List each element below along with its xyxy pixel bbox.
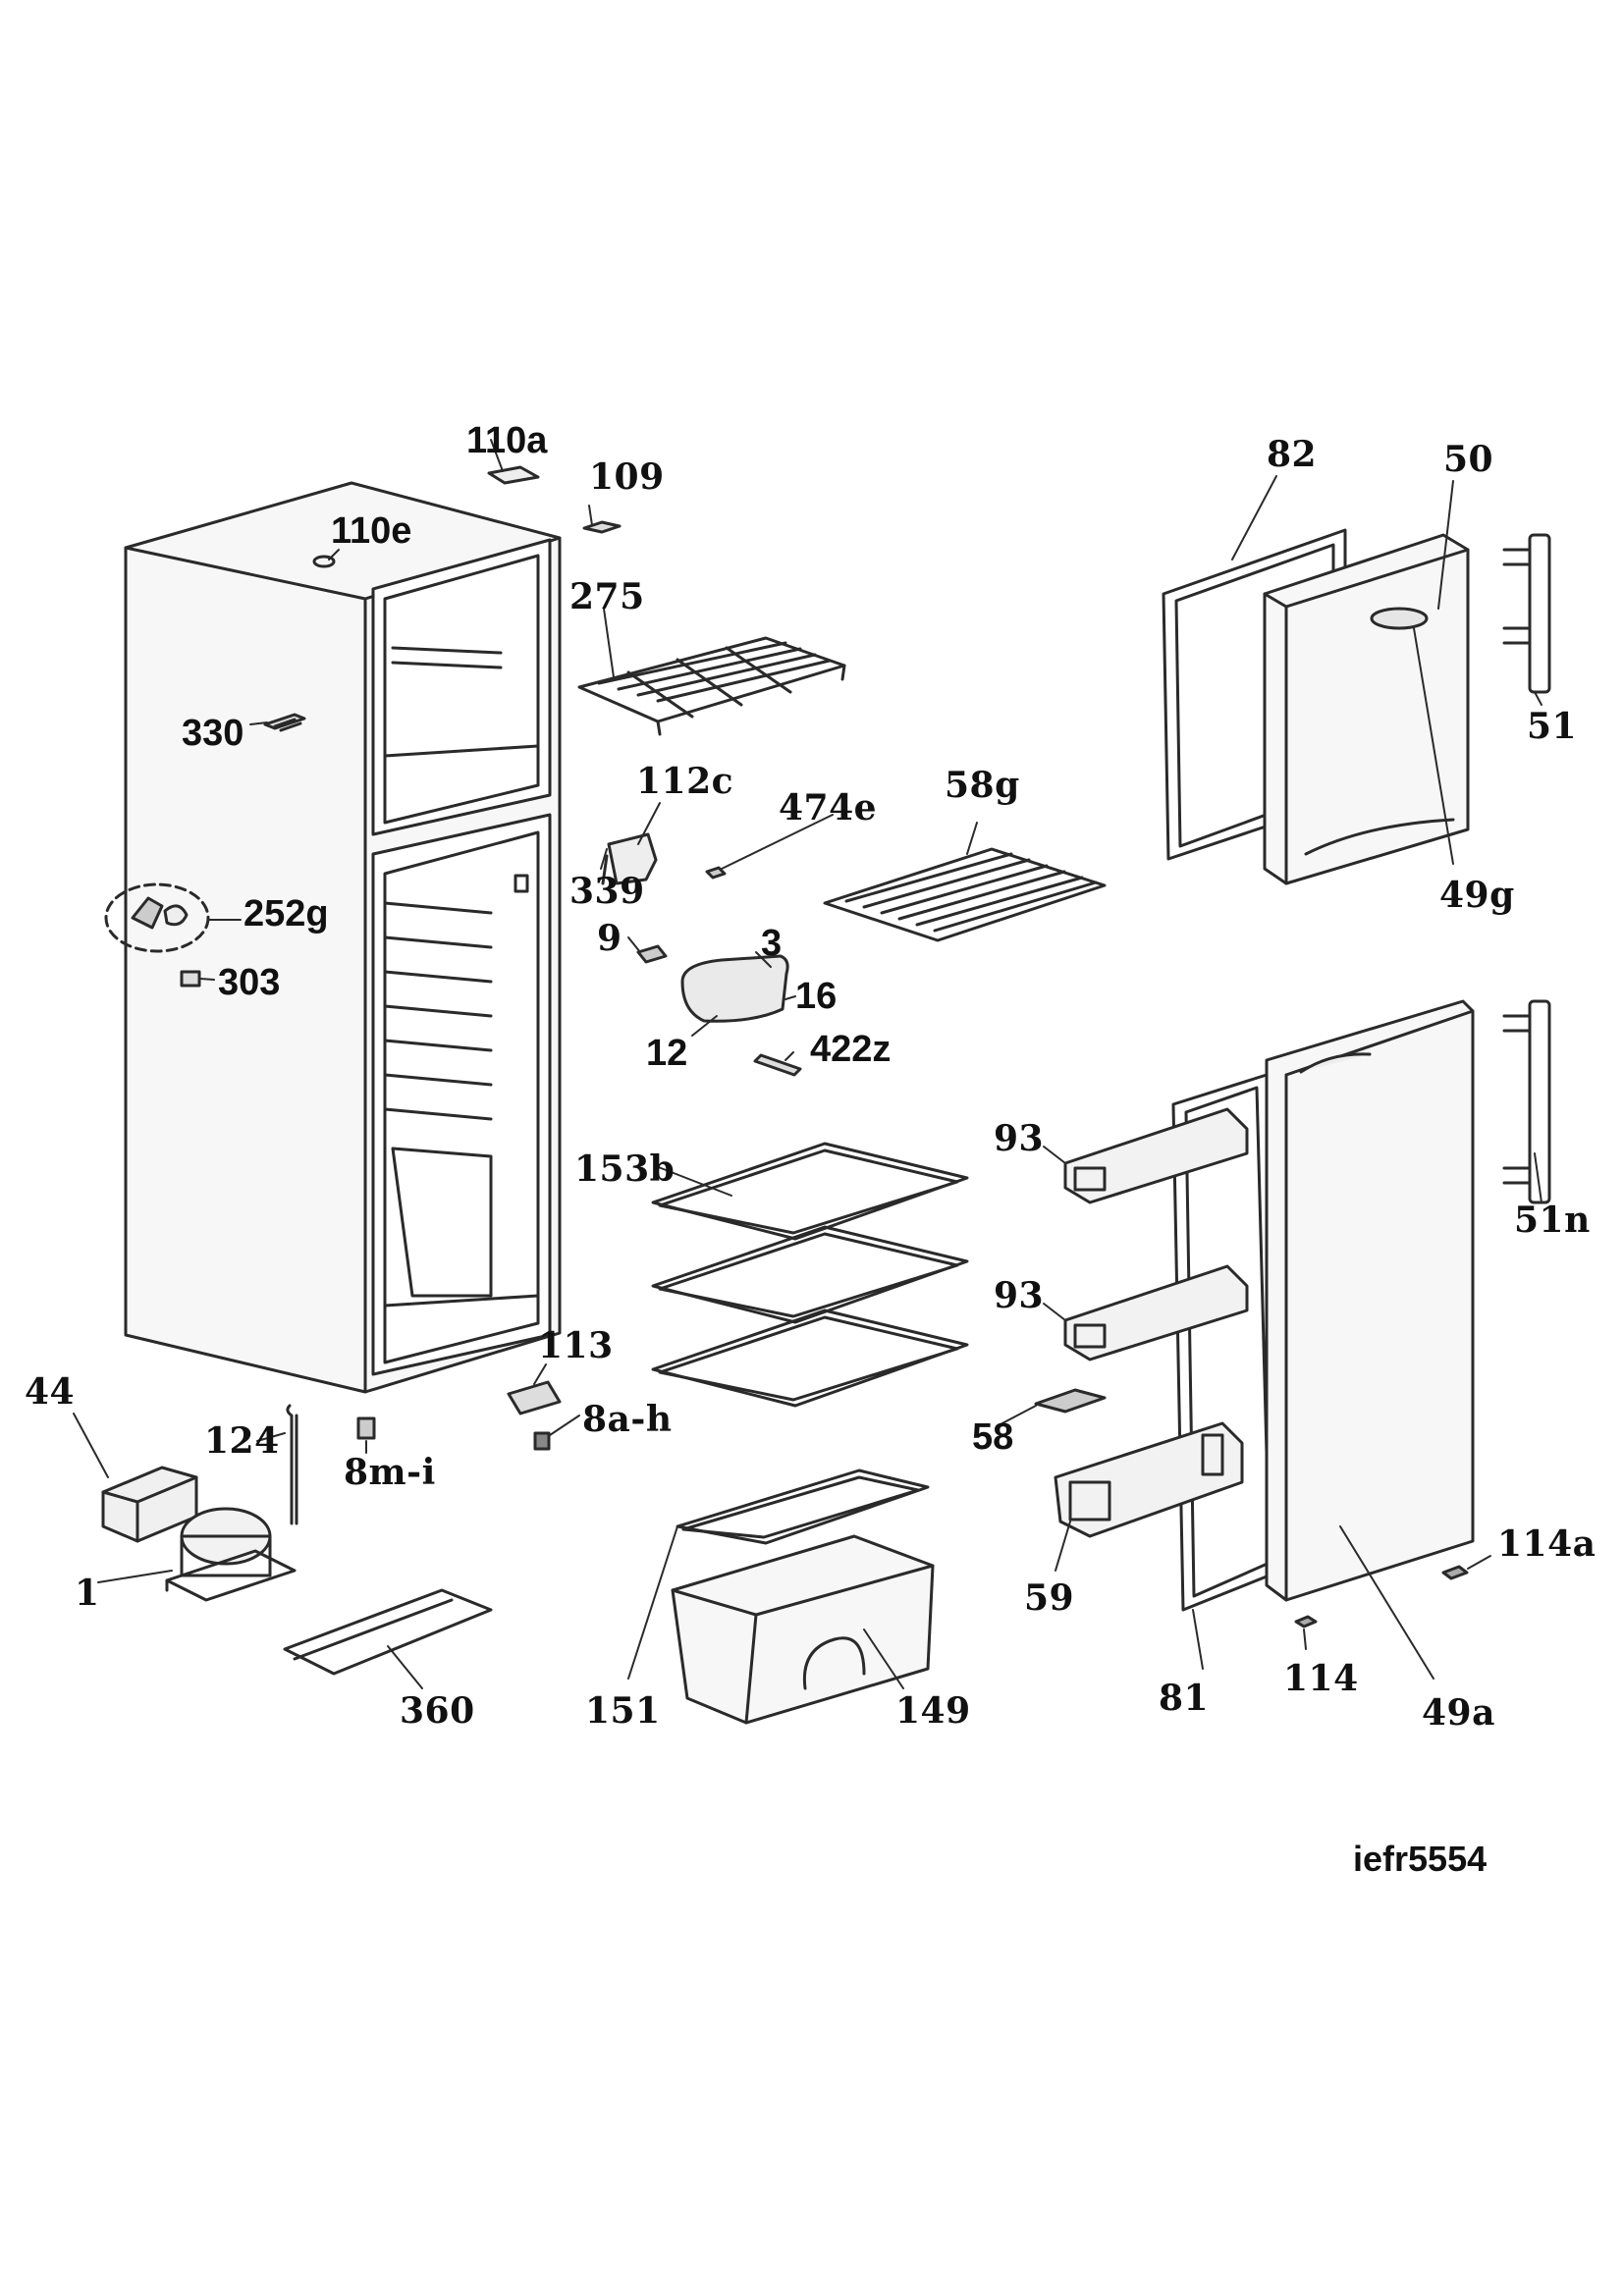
compressor xyxy=(165,1507,297,1602)
label-339: 339 xyxy=(569,871,645,912)
crisper-cover xyxy=(676,1468,930,1545)
freezer-handle xyxy=(1502,533,1551,694)
label-252g: 252g xyxy=(243,893,329,934)
label-330: 330 xyxy=(182,713,244,754)
base-plate xyxy=(283,1588,493,1676)
lower-hinge-parts xyxy=(356,1380,562,1451)
door-bins xyxy=(1063,1107,1249,1362)
label-16: 16 xyxy=(795,976,838,1017)
leader-lines xyxy=(73,439,1542,1689)
bottle-bin xyxy=(1054,1421,1244,1538)
label-12: 12 xyxy=(646,1033,688,1074)
freezer-door xyxy=(1263,533,1470,885)
label-93-top: 93 xyxy=(994,1118,1045,1159)
label-110e: 110e xyxy=(331,510,412,552)
door-hinge-pins xyxy=(1294,1565,1469,1629)
label-422z: 422z xyxy=(810,1029,892,1070)
label-50: 50 xyxy=(1443,439,1494,480)
egg-tray xyxy=(1034,1388,1107,1414)
label-93-bottom: 93 xyxy=(994,1275,1045,1316)
label-9: 9 xyxy=(597,918,622,959)
label-151: 151 xyxy=(585,1690,661,1732)
label-58g: 58g xyxy=(945,765,1020,806)
label-8m-i: 8m-i xyxy=(344,1452,436,1493)
label-1: 1 xyxy=(75,1573,100,1614)
fridge-handle xyxy=(1502,999,1551,1204)
label-81: 81 xyxy=(1159,1678,1210,1719)
top-small-parts xyxy=(263,465,622,732)
label-114a: 114a xyxy=(1497,1523,1596,1565)
label-44: 44 xyxy=(25,1371,76,1413)
label-275: 275 xyxy=(569,576,645,617)
label-49g: 49g xyxy=(1439,875,1515,916)
label-153b: 153b xyxy=(574,1148,676,1190)
crisper-drawer xyxy=(671,1534,935,1725)
label-114: 114 xyxy=(1283,1658,1359,1699)
wine-rack xyxy=(823,847,1107,942)
label-109: 109 xyxy=(589,456,665,498)
label-149: 149 xyxy=(895,1690,971,1732)
glass-shelves xyxy=(651,1142,969,1408)
label-82: 82 xyxy=(1267,434,1318,475)
fridge-door xyxy=(1265,999,1475,1602)
label-474e: 474e xyxy=(779,787,878,828)
relay-cover xyxy=(101,1466,198,1543)
label-51: 51 xyxy=(1527,706,1578,747)
label-303: 303 xyxy=(218,962,281,1003)
drain-pipe xyxy=(286,1404,298,1525)
label-112c: 112c xyxy=(636,761,734,802)
label-59: 59 xyxy=(1024,1577,1075,1619)
thermostat-assembly xyxy=(104,882,210,988)
label-49a: 49a xyxy=(1422,1692,1495,1734)
freezer-wire-shelf xyxy=(577,636,846,736)
label-8a-h: 8a-h xyxy=(582,1399,673,1440)
light-assembly xyxy=(636,944,802,1077)
label-58: 58 xyxy=(972,1416,1014,1458)
label-113: 113 xyxy=(538,1325,614,1366)
diagram-code: iefr5554 xyxy=(1353,1839,1488,1879)
label-51n: 51n xyxy=(1514,1200,1591,1241)
label-124: 124 xyxy=(204,1420,280,1462)
label-110a: 110a xyxy=(466,420,548,461)
cabinet xyxy=(124,481,562,1394)
label-3: 3 xyxy=(761,923,783,964)
label-360: 360 xyxy=(400,1690,475,1732)
